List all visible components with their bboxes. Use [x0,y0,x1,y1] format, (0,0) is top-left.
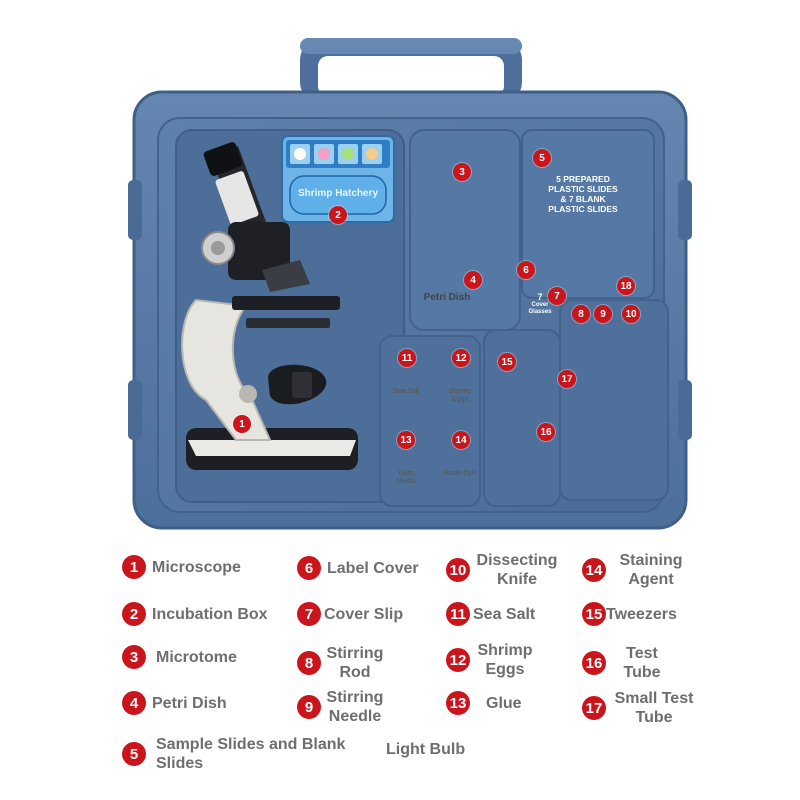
legend-number: 2 [122,602,146,626]
legend-label: Microscope [152,558,241,576]
marker-17: 17 [558,370,576,388]
marker-9: 9 [594,305,612,323]
slides-box-text: 5 PREPARED PLASTIC SLIDES & 7 BLANK PLAS… [548,174,618,214]
marker-13: 13 [397,431,415,449]
marker-1: 1 [233,415,251,433]
legend-label: Dissecting Knife [476,552,558,588]
legend-number: 8 [297,651,321,675]
legend-item-stirring-needle: 9 Stirring Needle [297,688,387,726]
shrimp-hatchery-label: Shrimp Hatchery [297,188,379,199]
legend: 1 Microscope 2 Incubation Box 3 Microtom… [0,530,800,800]
petri-dish-label: Petri Dish [423,292,471,303]
legend-number: 14 [582,558,606,582]
legend-item-light-bulb: Light Bulb [386,740,465,759]
legend-item-small-test-tube: 17 Small Test Tube [582,689,698,727]
incubation-box [281,135,395,223]
legend-number: 6 [297,556,321,580]
gum-media-label: Gum Media [396,470,416,485]
legend-label: Sample Slides and Blank Slides [156,736,346,772]
case-handle [300,38,522,104]
legend-number: 3 [122,645,146,669]
marker-12: 12 [452,349,470,367]
legend-label: Tweezers [606,605,677,623]
eosin-dye-label: Eosin Dye [444,470,476,477]
legend-label: Stirring Rod [326,645,384,681]
legend-number: 4 [122,691,146,715]
legend-label: Glue [486,694,522,712]
legend-label: Microtome [156,648,237,666]
legend-label: Light Bulb [386,741,466,758]
microscope [181,142,358,470]
marker-15: 15 [498,353,516,371]
marker-3: 3 [453,163,471,181]
marker-10: 10 [622,305,640,323]
legend-label: Test Tube [623,645,661,681]
shrimp-eggs-label: Shrimp Eggs [448,388,472,403]
legend-item-shrimp-eggs: 12 Shrimp Eggs [446,641,538,679]
legend-label: Incubation Box [152,605,268,623]
legend-number: 1 [122,555,146,579]
marker-4: 4 [464,271,482,289]
marker-14: 14 [452,431,470,449]
legend-label: Small Test Tube [614,690,694,726]
legend-number: 5 [122,742,146,766]
legend-label: Staining Agent [619,552,683,588]
legend-number: 7 [297,602,321,626]
legend-number: 13 [446,691,470,715]
marker-6: 6 [517,261,535,279]
legend-item-microscope: 1 Microscope [122,555,241,579]
legend-number: 15 [582,602,606,626]
legend-number: 10 [446,558,470,582]
legend-item-tweezers: 15 Tweezers [582,602,677,626]
marker-11: 11 [398,349,416,367]
legend-item-sea-salt: 11 Sea Salt [446,602,535,626]
legend-label: Petri Dish [152,694,227,712]
legend-item-sample-slides: 5 Sample Slides and Blank Slides [122,735,366,773]
legend-item-stirring-rod: 8 Stirring Rod [297,644,387,682]
legend-item-test-tube: 16 Test Tube [582,644,668,682]
legend-number: 16 [582,651,606,675]
legend-number: 11 [446,602,470,626]
legend-number: 17 [582,696,606,720]
legend-label: Cover Slip [324,605,404,623]
legend-number: 12 [446,648,470,672]
legend-item-label-cover: 6 Label Cover [297,556,419,580]
legend-item-microtome: 3 Microtome [122,645,237,669]
legend-item-staining-agent: 14 Staining Agent [582,551,692,589]
cover-glasses-text: Cover Glasses [528,302,552,315]
marker-16: 16 [537,423,555,441]
marker-5: 5 [533,149,551,167]
legend-label: Shrimp Eggs [477,642,533,678]
marker-7: 7 [548,287,566,305]
marker-2: 2 [329,206,347,224]
sea-salt-label: Sea Salt [392,388,420,395]
legend-label: Stirring Needle [326,689,384,725]
marker-18: 18 [617,277,635,295]
legend-label: Sea Salt [473,605,536,623]
legend-item-dissecting-knife: 10 Dissecting Knife [446,551,564,589]
cover-glasses-number: 7 [537,292,543,302]
legend-item-glue: 13 Glue [446,691,522,715]
marker-8: 8 [572,305,590,323]
legend-item-cover-slip: 7 Cover Slip [297,602,403,626]
kit-case-illustration [128,38,692,530]
legend-item-petri-dish: 4 Petri Dish [122,691,227,715]
legend-label: Label Cover [327,559,419,577]
legend-number: 9 [297,695,321,719]
legend-item-incubation-box: 2 Incubation Box [122,602,268,626]
